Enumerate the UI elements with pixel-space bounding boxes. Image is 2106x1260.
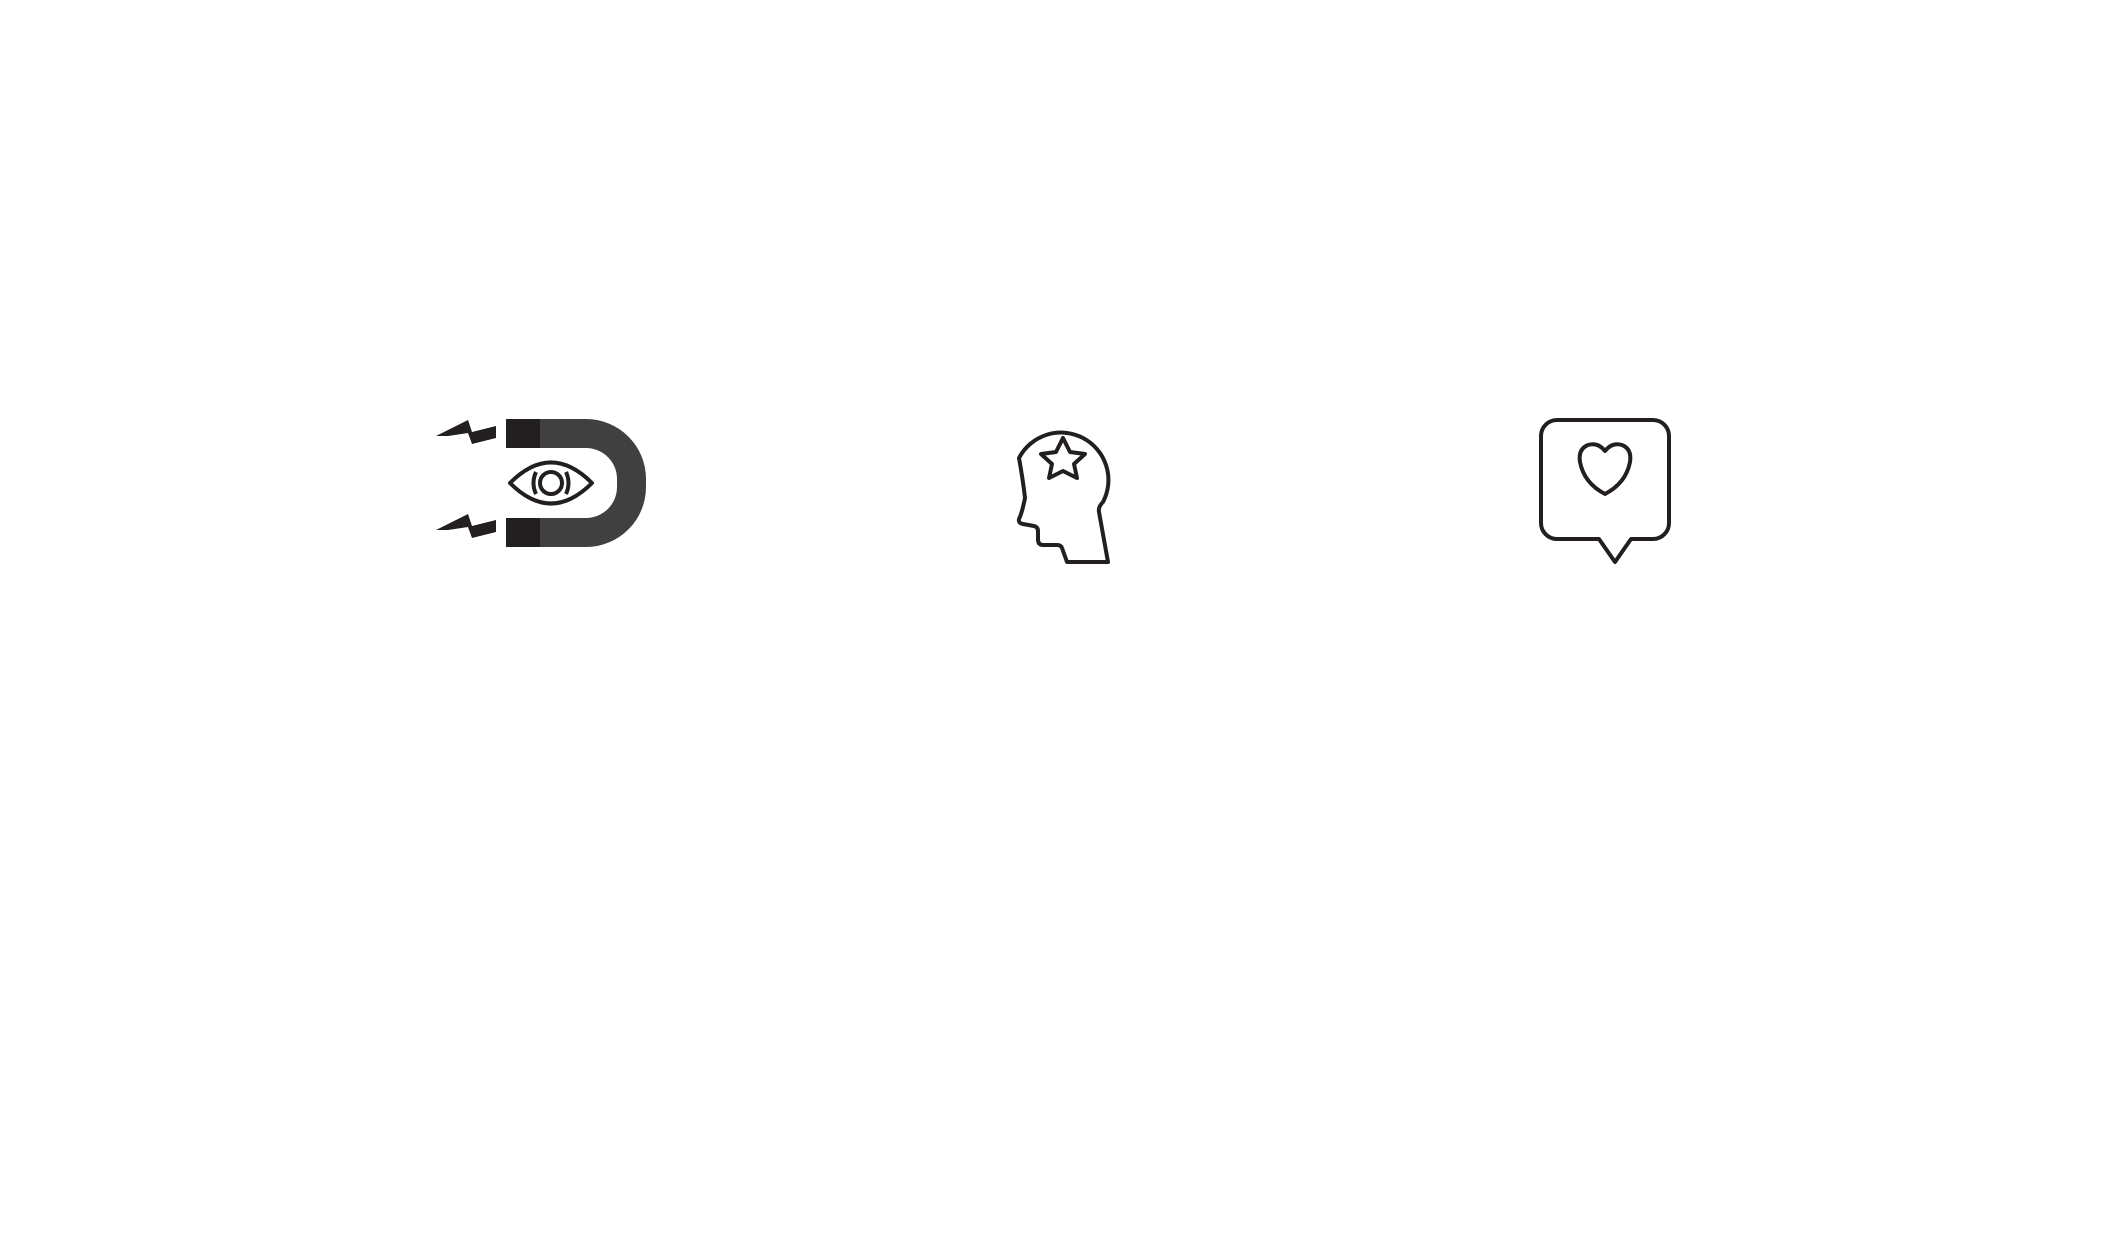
- lightning-bolt-bottom-icon: [436, 514, 496, 538]
- heart-icon: [1577, 442, 1633, 496]
- magnet-tip-top: [506, 419, 540, 448]
- lightning-bolt-top-icon: [436, 420, 496, 444]
- magnet-tip-bottom: [506, 518, 540, 547]
- magnet-eye-icon: [436, 419, 646, 547]
- head-star-icon: [1016, 430, 1111, 564]
- speech-bubble-outline: [1539, 418, 1671, 564]
- magnet-body: [506, 419, 646, 547]
- star-icon: [1039, 436, 1087, 480]
- eye-icon: [508, 460, 594, 506]
- head-outline: [1016, 430, 1111, 564]
- speech-bubble-heart-icon: [1539, 418, 1671, 564]
